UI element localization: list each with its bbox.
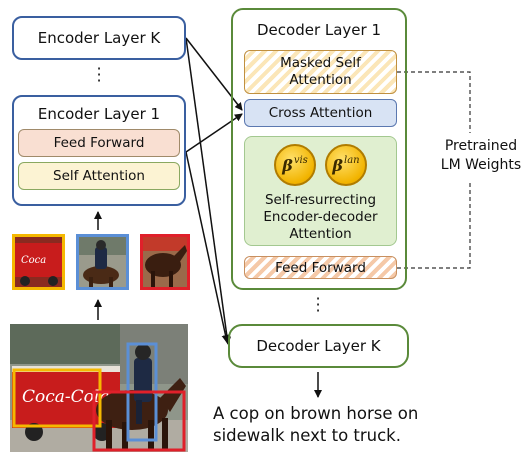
pretrained-line2: LM Weights [440,157,522,173]
masked-self-attention-line2: Attention [289,72,352,88]
encoder-ellipsis: ··· [96,59,102,90]
truck-logo-text: Coca-Cola [22,387,109,407]
arrow-enck-to-deck [185,37,232,345]
beta-lan-symbol: β [332,155,343,175]
masked-self-attention-line1: Masked Self [280,55,361,71]
crop-horse [140,234,190,290]
decoder-feed-forward: Feed Forward [244,256,397,279]
encoder-layer-1-title: Encoder Layer 1 [37,105,161,123]
decoder-ellipsis: ··· [315,289,321,320]
output-caption: A cop on brown horse on sidewalk next to… [213,403,418,447]
decoder-layer-1-title: Decoder Layer 1 [256,21,382,39]
pretrained-bracket-bottom [397,182,471,269]
beta-vis-superscript: vis [293,154,308,166]
decoder-layer-1: Decoder Layer 1 [231,8,407,290]
truck-crop-image: Coca [15,237,62,287]
encoder-self-attention: Self Attention [18,162,180,190]
encoder-feed-forward: Feed Forward [18,129,180,157]
street-scene-image: Coca-Cola [10,324,188,452]
arrow-enc1-to-deck [185,151,230,343]
self-resurrecting-line3: Attention [289,226,352,242]
pretrained-bracket [397,71,471,133]
encoder-layer-1: Encoder Layer 1 [12,95,186,206]
encoder-layer-k: Encoder Layer K [12,16,186,60]
crop-truck: Coca [12,234,65,290]
horse-crop-image [143,237,187,287]
pretrained-lm-weights-label: Pretrained LM Weights [440,137,522,175]
beta-vis-symbol: β [282,155,293,175]
input-image: Coca-Cola [10,324,188,452]
self-resurrecting-line1: Self-resurrecting [264,192,377,208]
pretrained-line1: Pretrained [444,138,518,154]
crop-cop [76,234,129,290]
cross-attention: Cross Attention [244,99,397,127]
beta-lan-superscript: lan [344,154,360,166]
self-resurrecting-line2: Encoder-decoder [263,209,378,225]
masked-self-attention: Masked Self Attention [244,50,397,94]
svg-text:Coca: Coca [21,255,46,266]
decoder-layer-k: Decoder Layer K [228,324,409,368]
cop-crop-image [79,237,126,287]
caption-line1: A cop on brown horse on [213,404,419,423]
self-resurrecting-label: Self-resurrecting Encoder-decoder Attent… [245,192,396,243]
caption-line2: sidewalk next to truck. [213,426,401,445]
